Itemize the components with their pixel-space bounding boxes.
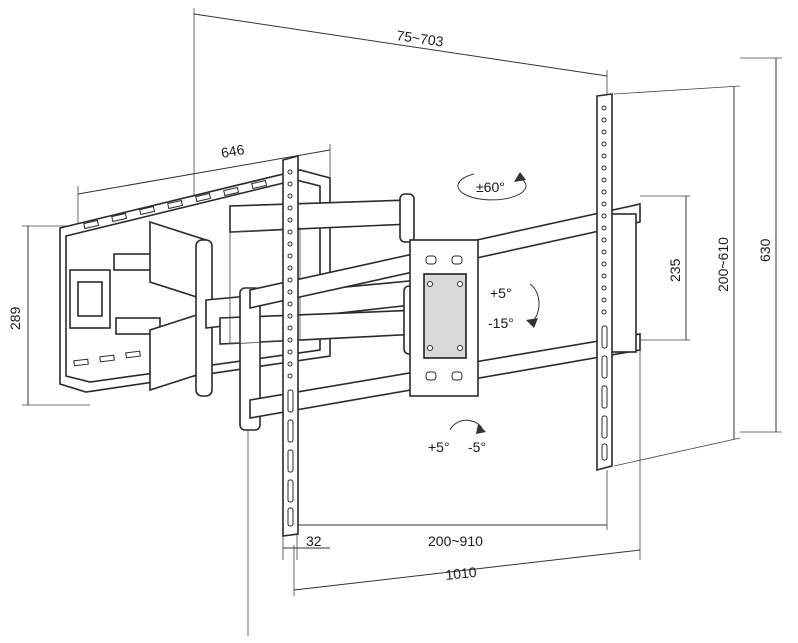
tilt-arrowhead-icon <box>526 318 538 328</box>
swivel-arrowhead-icon <box>514 172 526 182</box>
wall-plate-height-label: 289 <box>7 306 23 330</box>
vesa-vertical-label: 235 <box>667 258 683 282</box>
wall-plate-slots <box>73 179 268 367</box>
right-rail-holes <box>601 105 607 315</box>
slot-spacing-label: 32 <box>306 533 322 549</box>
top-reach-label: 75~703 <box>396 27 445 49</box>
overall-width-label: 1010 <box>445 564 478 583</box>
level-arrow-icon <box>449 419 483 431</box>
tilt-head-plate <box>409 239 479 397</box>
motion-labels: ±60° +5° -15° +5° -5° <box>428 179 514 455</box>
tilt-down-label: -15° <box>488 315 514 331</box>
left-rail-holes <box>287 169 293 379</box>
level-arrowhead-icon <box>476 424 486 434</box>
right-vertical-rail <box>596 93 613 472</box>
swivel-label: ±60° <box>476 179 505 195</box>
swivel-arrow-icon <box>457 173 527 201</box>
dimension-labels: 75~703 646 289 235 200~610 630 32 200~91… <box>7 27 773 583</box>
articulating-arms <box>149 193 421 431</box>
rail-vertical-label: 200~610 <box>715 237 731 292</box>
vesa-horizontal-label: 200~910 <box>428 533 483 549</box>
level-minus-label: -5° <box>468 439 486 455</box>
tilt-arrow-icon <box>529 283 540 323</box>
overall-height-label: 630 <box>757 238 773 262</box>
left-vertical-rail <box>282 154 299 537</box>
tilt-up-label: +5° <box>490 285 512 301</box>
dimension-lines <box>22 8 782 636</box>
wall-plate-width-label: 646 <box>220 141 246 161</box>
motion-arrows <box>449 172 540 434</box>
level-plus-label: +5° <box>428 439 450 455</box>
